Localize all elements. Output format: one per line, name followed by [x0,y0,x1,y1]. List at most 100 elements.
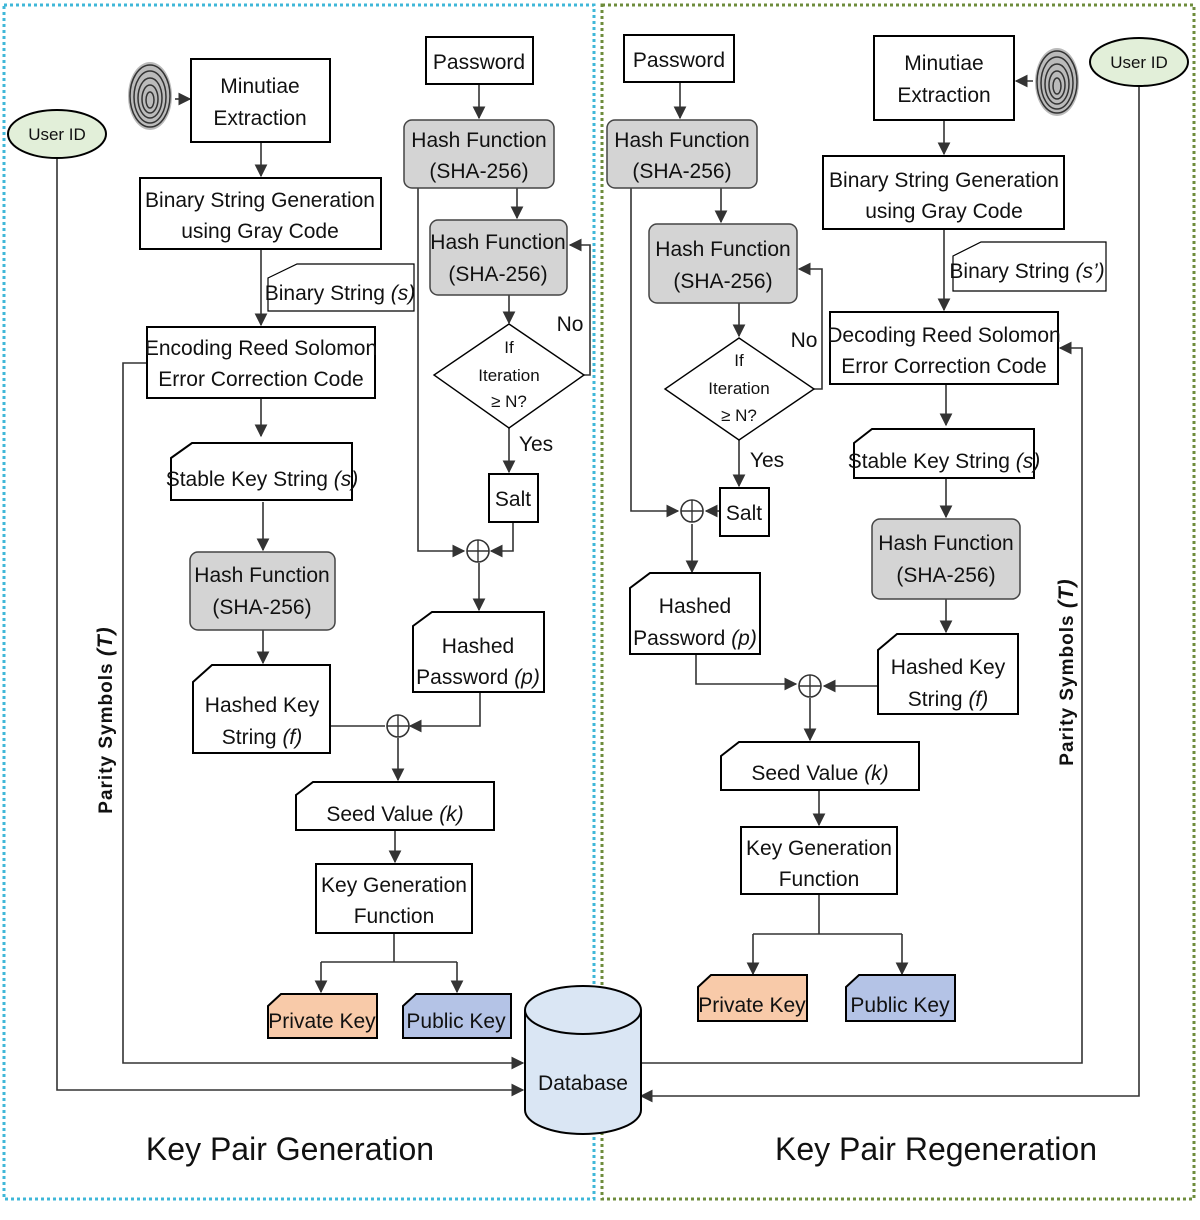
right-user-id [1089,37,1189,87]
left-hash1-line2: (SHA-256) [429,160,528,183]
left-hashed-password-line2: Password (p) [416,666,540,689]
right-decoding-line2: Error Correction Code [841,355,1046,378]
right-binary-gen-line2: using Gray Code [865,200,1023,223]
left-hashed-key-line2: String (f) [222,726,303,749]
left-yes-label: Yes [519,433,553,456]
left-hashed-password-line1: Hashed [442,635,514,658]
right-hashed-password-box [629,572,761,655]
right-hash2-line1: Hash Function [655,238,790,261]
right-password-box [623,34,735,83]
left-hashed-key-box [192,664,331,754]
left-stable-key-box [170,442,353,501]
left-encoding-line2: Error Correction Code [158,368,363,391]
left-binary-string-box [267,263,415,312]
right-hashed-password-line1: Hashed [659,595,731,618]
right-xor-key-icon [798,674,822,698]
right-hash1-line2: (SHA-256) [632,160,731,183]
right-decision-line2: Iteration [708,379,769,398]
left-hashed-key-line1: Hashed Key [205,694,320,717]
right-user-id-label: User ID [1110,53,1168,72]
left-private-key-box [267,993,378,1039]
right-decoding-line1: Decoding Reed Solomon [827,324,1060,347]
left-no-label: No [557,313,584,336]
right-hash1-box [606,119,758,189]
left-keygen-line2: Function [354,905,435,928]
left-hash2-line1: Hash Function [430,231,565,254]
left-xor-password-icon [466,539,490,563]
right-stable-key-box [853,428,1035,479]
left-hash1-box [403,119,555,189]
left-minutiae-line2: Extraction [213,107,306,130]
left-keygen-line1: Key Generation [321,874,467,897]
right-binary-gen-line1: Binary String Generation [829,169,1059,192]
right-hashed-key-line2: String (f) [908,688,989,711]
left-user-id [7,109,107,159]
right-hash-key-line2: (SHA-256) [896,564,995,587]
left-password-label: Password [433,51,525,74]
left-encoding-line1: Encoding Reed Solomon [145,337,377,360]
left-user-id-label: User ID [28,125,86,144]
right-private-key-box [697,974,808,1022]
right-yes-label: Yes [750,449,784,472]
right-fingerprint-icon [1034,47,1080,117]
right-public-key-label: Public Key [850,994,950,1017]
right-decoding-box [829,311,1059,385]
right-minutiae-line2: Extraction [897,84,990,107]
right-salt-box [719,487,770,537]
right-private-key-label: Private Key [698,994,806,1017]
left-decision-line2: Iteration [478,366,539,385]
right-minutiae-line1: Minutiae [904,52,983,75]
right-hash-key-box [871,518,1021,600]
right-password-label: Password [633,49,725,72]
right-title: Key Pair Regeneration [775,1131,1097,1167]
left-public-key-box [402,993,512,1039]
left-panel-border [2,3,596,1201]
right-keygen-line2: Function [779,868,860,891]
right-stable-key-label: Stable Key String (s) [848,450,1041,473]
right-decision-line3: ≥ N? [721,406,757,425]
left-xor-key-icon [386,714,410,738]
left-seed-box [295,781,495,831]
left-binary-gen-line2: using Gray Code [181,220,339,243]
database-label: Database [538,1072,628,1095]
left-binary-gen-line1: Binary String Generation [145,189,375,212]
left-hash2-line2: (SHA-256) [448,263,547,286]
left-hash1-line1: Hash Function [411,129,546,152]
right-hashed-password-line2: Password (p) [633,627,757,650]
left-connectors [56,84,591,1097]
right-seed-label: Seed Value (k) [751,762,888,785]
right-decision-diamond [663,337,816,441]
right-panel-border [600,3,1196,1201]
left-salt-label: Salt [495,488,531,511]
left-stable-key-label: Stable Key String (s) [166,468,359,491]
fingerprint-icon [127,61,173,131]
left-decision-line1: If [504,338,514,357]
right-salt-label: Salt [726,502,762,525]
right-hashed-key-box [877,633,1019,715]
left-title: Key Pair Generation [146,1131,434,1167]
left-hash-key-line1: Hash Function [194,564,329,587]
left-encoding-box [146,326,376,399]
right-hashed-key-line1: Hashed Key [891,656,1006,679]
right-keygen-box [740,826,898,895]
left-private-key-label: Private Key [268,1010,376,1033]
left-keygen-box [315,863,473,934]
right-decision-line1: If [734,351,744,370]
left-decision-diamond [432,323,586,429]
left-seed-label: Seed Value (k) [326,803,463,826]
right-binary-string-box [952,241,1107,292]
right-public-key-box [845,974,956,1022]
right-minutiae-box [873,35,1015,121]
left-decision-line3: ≥ N? [491,392,527,411]
right-hash-key-line1: Hash Function [878,532,1013,555]
right-hash2-box [648,223,798,304]
left-binary-string-label: Binary String (s) [265,282,416,305]
left-binary-gen-box [139,177,382,250]
database-cylinder [524,985,642,1135]
right-xor-password-icon [680,499,704,523]
left-minutiae-line1: Minutiae [220,75,299,98]
left-hash-key-box [189,551,336,631]
left-salt-box [488,473,539,523]
right-keygen-line1: Key Generation [746,837,892,860]
